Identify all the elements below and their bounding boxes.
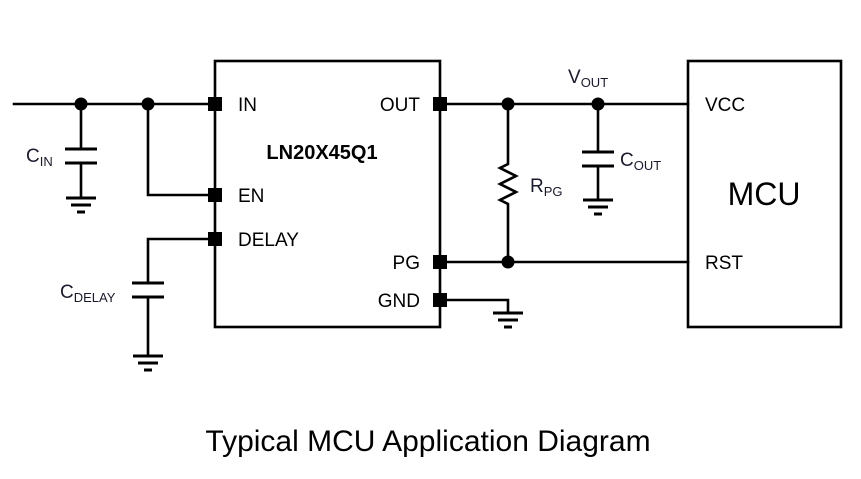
cdelay-label: CDELAY — [60, 282, 116, 305]
ground-icon — [66, 196, 96, 214]
cin-capacitor — [65, 102, 97, 200]
pin-label-out: OUT — [380, 95, 421, 116]
mcu-pin-label-vcc: VCC — [705, 95, 745, 116]
cin-label: CIN — [26, 146, 53, 169]
mcu-pin-label-rst: RST — [705, 253, 743, 274]
vout-label: VOUT — [568, 67, 608, 90]
delay-wire — [146, 237, 217, 285]
ground-icon — [583, 198, 613, 216]
mcu-box — [686, 59, 843, 329]
pin-pg — [433, 255, 447, 269]
rpg-label: RPG — [530, 176, 563, 199]
pin-in — [208, 97, 222, 111]
ground-icon — [493, 311, 523, 329]
regulator-ic-box — [213, 59, 442, 329]
rpg-resistor — [497, 102, 519, 264]
pin-gnd — [433, 293, 447, 307]
pin-label-en: EN — [238, 186, 264, 207]
cout-capacitor — [582, 102, 614, 202]
mcu-title: MCU — [728, 176, 801, 212]
pin-out — [433, 97, 447, 111]
pin-label-pg: PG — [393, 253, 420, 274]
gnd-wire — [438, 298, 510, 315]
en-wire — [146, 102, 217, 197]
pin-en — [208, 188, 222, 202]
regulator-part-number: LN20X45Q1 — [266, 142, 377, 164]
cout-label: COUT — [620, 150, 661, 173]
diagram-caption: Typical MCU Application Diagram — [205, 425, 650, 458]
pin-label-in: IN — [238, 95, 257, 116]
cdelay-capacitor — [132, 281, 164, 358]
pin-delay — [208, 232, 222, 246]
pin-label-delay: DELAY — [238, 230, 299, 251]
pin-label-gnd: GND — [378, 291, 420, 312]
ground-icon — [133, 354, 163, 372]
